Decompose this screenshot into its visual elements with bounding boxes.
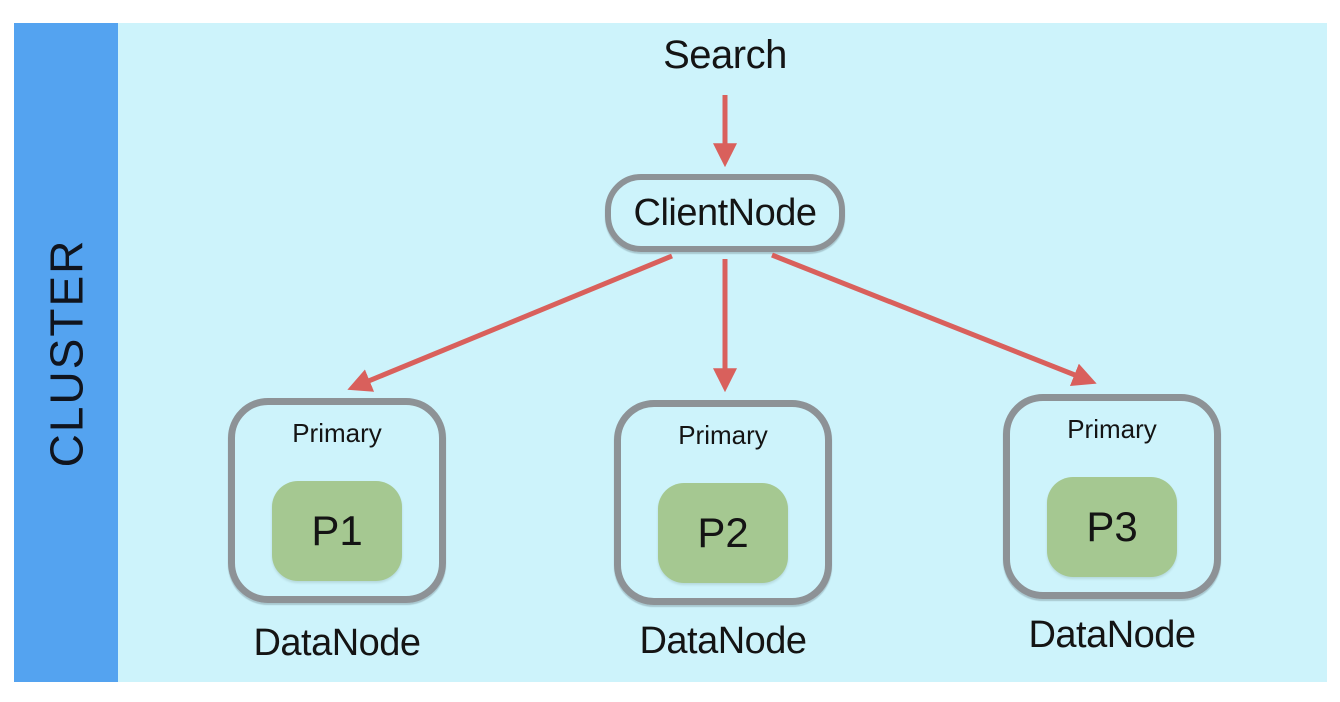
primary-shard-box: P1 <box>272 481 402 581</box>
shard-label: P1 <box>311 507 363 554</box>
search-label: Search <box>663 33 787 77</box>
data-node-label: DataNode <box>253 622 421 664</box>
data-node-label: DataNode <box>1028 614 1196 656</box>
data-node-box: Primary P2 <box>614 400 832 605</box>
primary-label: Primary <box>1067 414 1157 444</box>
primary-shard-box: P2 <box>658 483 788 583</box>
shard-label: P3 <box>1086 503 1138 550</box>
data-node-label: DataNode <box>639 620 807 662</box>
primary-label: Primary <box>678 420 768 450</box>
primary-label: Primary <box>292 418 382 448</box>
client-node-label: ClientNode <box>633 191 818 234</box>
data-node-box: Primary P3 <box>1003 394 1221 599</box>
primary-shard-box: P3 <box>1047 477 1177 577</box>
data-node-box: Primary P1 <box>228 398 446 603</box>
cluster-label: CLUSTER <box>40 238 92 467</box>
shard-label: P2 <box>697 509 749 556</box>
cluster-sidebar: CLUSTER <box>14 23 118 682</box>
client-node-box: ClientNode <box>605 174 845 252</box>
